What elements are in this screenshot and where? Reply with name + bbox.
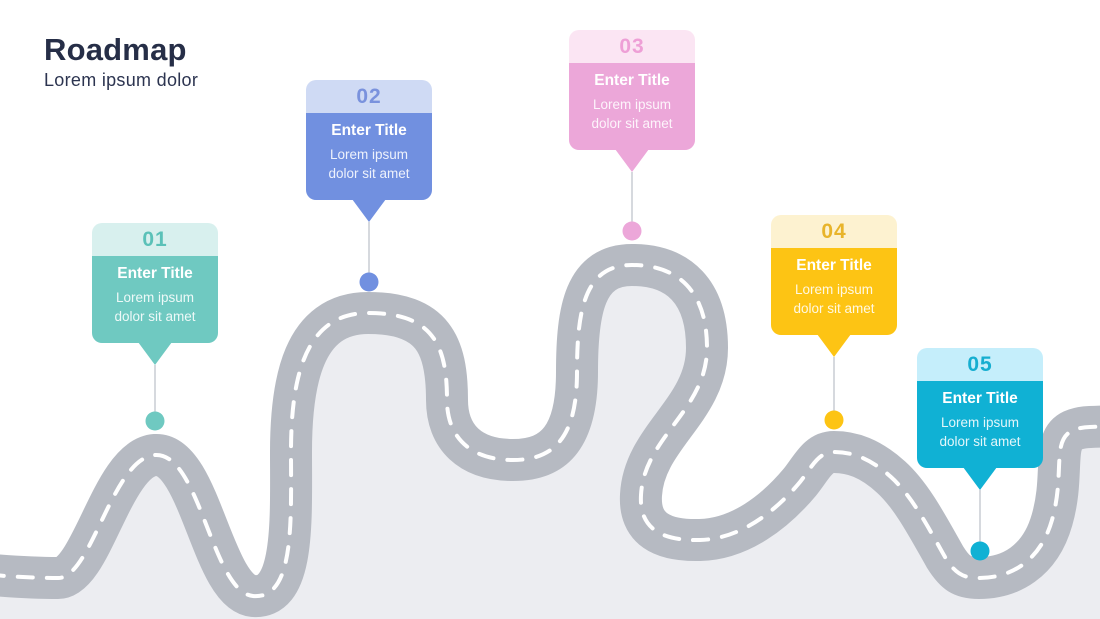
milestone-title: Enter Title	[117, 265, 193, 282]
milestone-card-01[interactable]: 01 Enter Title Lorem ipsum dolor sit ame…	[92, 223, 218, 365]
page-title: Roadmap	[44, 32, 187, 67]
milestone-title: Enter Title	[942, 390, 1018, 407]
milestone-title: Enter Title	[594, 72, 670, 89]
page-subtitle: Lorem ipsum dolor	[44, 69, 199, 90]
milestone-pointer	[817, 334, 851, 357]
milestone-number: 01	[142, 227, 168, 251]
milestone-card-04[interactable]: 04 Enter Title Lorem ipsum dolor sit ame…	[771, 215, 897, 357]
milestone-body: Enter Title Lorem ipsum dolor sit amet	[92, 256, 218, 343]
milestone-number: 02	[356, 84, 382, 108]
title-block: Roadmap Lorem ipsum dolor	[44, 32, 199, 91]
milestone-number: 05	[967, 352, 993, 376]
milestone-pointer	[352, 199, 386, 222]
milestone-card-03[interactable]: 03 Enter Title Lorem ipsum dolor sit ame…	[569, 30, 695, 172]
road-dash-line	[0, 262, 1100, 599]
milestone-number-badge: 01	[92, 223, 218, 256]
milestone-body: Enter Title Lorem ipsum dolor sit amet	[771, 248, 897, 335]
milestone-dot-05	[970, 541, 990, 561]
milestone-body: Enter Title Lorem ipsum dolor sit amet	[917, 381, 1043, 468]
milestone-description: Lorem ipsum dolor sit amet	[793, 282, 875, 316]
milestone-number-badge: 02	[306, 80, 432, 113]
milestone-number-badge: 03	[569, 30, 695, 63]
milestone-number-badge: 04	[771, 215, 897, 248]
milestone-body: Enter Title Lorem ipsum dolor sit amet	[569, 63, 695, 150]
milestone-description: Lorem ipsum dolor sit amet	[114, 290, 196, 324]
milestone-pointer	[615, 149, 649, 172]
milestone-dot-02	[359, 272, 379, 292]
milestone-title: Enter Title	[331, 122, 407, 139]
milestone-pointer	[138, 342, 172, 365]
milestone-body: Enter Title Lorem ipsum dolor sit amet	[306, 113, 432, 200]
milestone-card-02[interactable]: 02 Enter Title Lorem ipsum dolor sit ame…	[306, 80, 432, 222]
milestone-number-badge: 05	[917, 348, 1043, 381]
milestone-description: Lorem ipsum dolor sit amet	[939, 415, 1021, 449]
milestone-number: 03	[619, 34, 645, 58]
milestone-number: 04	[821, 219, 847, 243]
milestone-title: Enter Title	[796, 257, 872, 274]
milestone-description: Lorem ipsum dolor sit amet	[591, 97, 673, 131]
milestone-dot-01	[145, 411, 165, 431]
milestone-card-05[interactable]: 05 Enter Title Lorem ipsum dolor sit ame…	[917, 348, 1043, 490]
milestone-pointer	[963, 467, 997, 490]
ground-fill	[0, 265, 1100, 619]
milestone-description: Lorem ipsum dolor sit amet	[328, 147, 410, 181]
milestone-dot-03	[622, 221, 642, 241]
milestone-dot-04	[824, 410, 844, 430]
